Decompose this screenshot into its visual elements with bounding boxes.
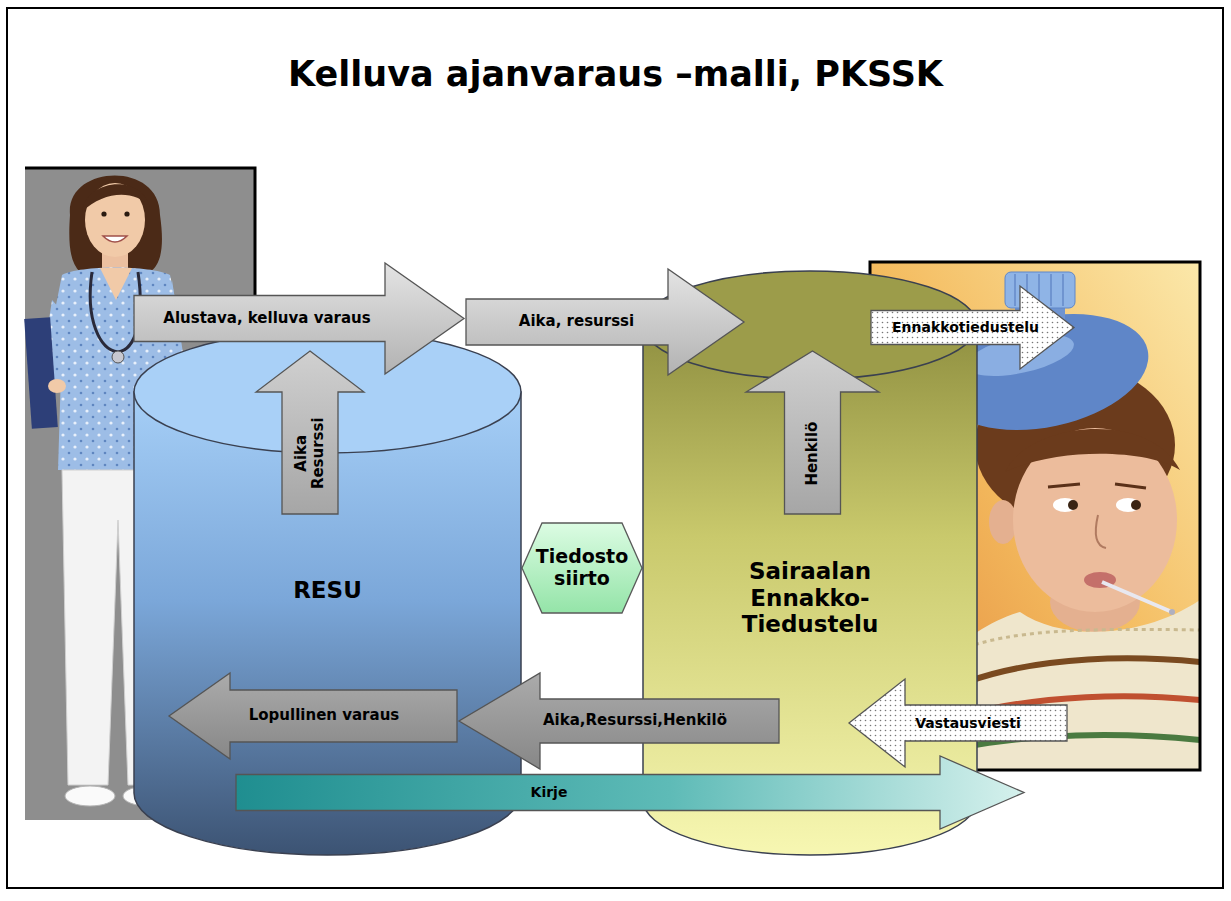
arrow-label: Lopullinen varaus — [249, 707, 399, 724]
sick-child-photo — [1131, 500, 1141, 510]
arrow-label: Kirje — [531, 784, 568, 800]
block-arrow: Henkilö — [745, 350, 880, 515]
nurse-photo — [100, 268, 132, 300]
label-box: Vastausviesti — [876, 678, 1060, 768]
sick-child-photo — [1005, 429, 1180, 472]
arrow-label: Henkilö — [804, 422, 821, 486]
block-arrow: Vastausviesti — [848, 678, 1068, 768]
arrow-label: Aika, resurssi — [519, 313, 634, 330]
sick-child-photo — [1068, 500, 1078, 510]
sick-child-photo — [989, 500, 1017, 544]
label-box: Kirje — [243, 755, 855, 830]
arrow-label: Aika,Resurssi,Henkilö — [543, 712, 727, 729]
nurse-photo — [103, 236, 127, 242]
nurse-photo — [69, 176, 162, 272]
nurse-photo — [101, 211, 106, 216]
sick-child-photo — [1053, 498, 1077, 512]
arrow-label: Alustava, kelluva varaus — [163, 310, 370, 327]
sick-child-photo — [1096, 515, 1106, 548]
sick-child-photo — [1116, 498, 1140, 512]
label-box: Aika,Resurssi,Henkilö — [498, 672, 772, 770]
nurse-photo — [112, 351, 124, 363]
arrow-outline — [256, 351, 364, 514]
double-arrow — [522, 523, 642, 613]
title-bar: Kelluva ajanvaraus –malli, PKSSK — [0, 54, 1231, 94]
database-cylinder: Sairaalan Ennakko- Tiedustelu Henkilö — [642, 270, 978, 855]
block-arrow: Aika,Resurssi,Henkilö — [458, 672, 780, 770]
label-box: RESU — [133, 520, 522, 660]
arrow-outline — [169, 673, 457, 759]
nurse-photo — [82, 184, 150, 212]
label-box: Alustava, kelluva varaus — [139, 262, 395, 375]
arrow-outline — [236, 756, 1024, 829]
arrow-outline — [849, 679, 1067, 767]
arrow-label: Aika Resurssi — [293, 418, 328, 490]
sick-child-photo — [1169, 609, 1175, 615]
system-name: RESU — [293, 577, 362, 603]
arrow-outline — [746, 351, 879, 514]
block-arrow: Aika, resurssi — [465, 268, 745, 376]
nurse-photo — [124, 211, 129, 216]
sick-child-photo — [1102, 582, 1172, 612]
label-box: Ennakkotiedustelu — [876, 285, 1055, 370]
sick-child-photo — [960, 629, 1200, 650]
nurse-photo — [24, 317, 58, 429]
label-box: Aika Resurssi — [282, 392, 338, 515]
page-frame — [7, 8, 1223, 888]
label-box: Henkilö — [785, 392, 841, 515]
label-box: Lopullinen varaus — [198, 672, 450, 760]
label-box: Sairaalan Ennakko- Tiedustelu — [642, 528, 978, 668]
block-arrow: Kirje — [235, 755, 1025, 830]
diagram-title: Kelluva ajanvaraus –malli, PKSSK — [288, 54, 943, 94]
sick-child-photo — [1048, 484, 1146, 488]
nurse-photo — [48, 379, 66, 393]
nurse-photo — [90, 272, 140, 352]
block-arrow: Alustava, kelluva varaus — [133, 262, 465, 375]
block-arrow: Aika Resurssi — [255, 350, 365, 515]
system-name: Sairaalan Ennakko- Tiedustelu — [742, 558, 879, 637]
arrow-label: Ennakkotiedustelu — [892, 319, 1039, 335]
label-box: Aika, resurssi — [473, 268, 680, 376]
edge-label: Tiedosto siirto — [536, 546, 628, 590]
block-arrow: Ennakkotiedustelu — [870, 285, 1075, 370]
arrow-label: Vastausviesti — [915, 715, 1021, 731]
edge-label-box: Tiedosto siirto — [536, 546, 628, 590]
block-arrow: Lopullinen varaus — [168, 672, 458, 760]
arrow-outline — [459, 673, 779, 769]
arrow-shape — [235, 755, 1025, 830]
nurse-photo — [65, 786, 115, 806]
